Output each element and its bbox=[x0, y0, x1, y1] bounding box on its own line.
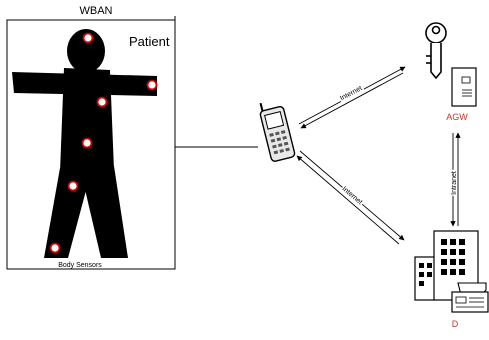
body-sensors-label: Body Sensors bbox=[58, 262, 102, 269]
agw-label: AGW bbox=[446, 112, 468, 122]
wban-title: WBAN bbox=[80, 5, 113, 17]
link-agw-d-label: Intranet bbox=[451, 171, 458, 195]
link-phone-agw: Internet bbox=[299, 67, 405, 128]
link-agw-d: Intranet bbox=[451, 133, 458, 226]
mobile-phone-icon bbox=[258, 98, 296, 162]
server-icon bbox=[452, 68, 476, 106]
link-phone-d: Internet bbox=[297, 151, 404, 244]
sensor-icon bbox=[148, 81, 157, 90]
d-label: D bbox=[452, 319, 459, 329]
sensor-icon bbox=[51, 244, 60, 253]
sensor-icon bbox=[83, 139, 92, 148]
key-icon bbox=[426, 23, 446, 78]
patient-label: Patient bbox=[129, 34, 170, 49]
sensor-icon bbox=[69, 182, 78, 191]
link-phone-agw-label: Internet bbox=[339, 85, 363, 102]
sensor-icon bbox=[98, 98, 107, 107]
sensor-icon bbox=[84, 34, 93, 43]
